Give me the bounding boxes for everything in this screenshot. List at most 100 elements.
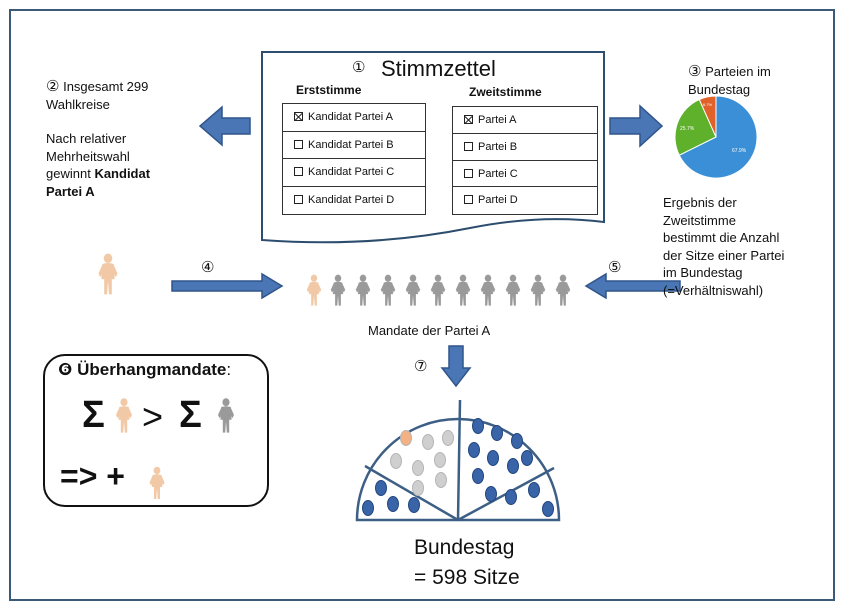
ballot-number: ①	[352, 59, 366, 76]
zweitstimme-row[interactable]: Partei A	[453, 107, 597, 134]
erststimme-row[interactable]: Kandidat Partei B	[283, 132, 425, 159]
arrow-step4	[171, 272, 284, 300]
right-note-line: Ergebnis der	[663, 195, 737, 210]
arrow-left-to-wahlkreise	[198, 105, 251, 147]
step3-number: ③	[688, 63, 702, 80]
step6-number: ❻	[58, 360, 73, 379]
left-note-winner-party: Partei A	[46, 183, 95, 199]
erststimme-row[interactable]: Kandidat Partei A	[283, 104, 425, 132]
zweitstimme-table: Partei A Partei B Partei C Partei D	[452, 106, 598, 215]
parties-pie-chart	[674, 95, 758, 179]
step2-number: ②	[46, 78, 60, 95]
mandate-figure	[330, 274, 346, 306]
ueberhang-box	[43, 354, 269, 507]
right-note-line: Zweitstimme	[663, 212, 736, 228]
ballot-title: Stimmzettel	[381, 56, 496, 81]
pie-label-2: 25.7%	[680, 126, 695, 132]
checkbox-icon[interactable]	[464, 141, 473, 151]
zweitstimme-row[interactable]: Partei D	[453, 187, 597, 214]
seat	[412, 480, 424, 496]
step4-number: ④	[201, 259, 215, 276]
checkbox-icon[interactable]	[294, 139, 303, 149]
pie-label-1: 67.9%	[732, 148, 747, 154]
sigma-right: Σ	[179, 394, 202, 436]
left-note-line2: Wahlkreise	[46, 96, 110, 112]
seat	[362, 500, 374, 516]
erststimme-row-label: Kandidat Partei B	[308, 138, 394, 151]
mandate-figure	[405, 274, 421, 306]
mandate-figure	[355, 274, 371, 306]
pie-slice	[674, 98, 717, 156]
sigma-left: Σ	[82, 394, 105, 436]
seat	[491, 425, 503, 441]
erststimme-row-label: Kandidat Partei C	[308, 166, 395, 178]
checkbox-icon[interactable]	[464, 195, 473, 205]
plus-mandate: => +	[60, 458, 125, 494]
mandate-figure	[306, 274, 322, 306]
seat	[542, 501, 554, 517]
outer-frame	[9, 9, 835, 601]
seat	[390, 453, 402, 469]
right-note-line: der Sitze einer Partei	[663, 247, 785, 263]
erststimme-table: Kandidat Partei A Kandidat Partei B Kandid…	[282, 103, 426, 215]
mandate-figure	[505, 274, 521, 306]
parties-line2: Bundestag	[688, 81, 751, 97]
erststimme-row[interactable]: Kandidat Partei C	[283, 159, 425, 187]
greater-than-sign: >	[142, 396, 164, 437]
parties-note: ③ Parteien im Bundestag	[688, 63, 808, 98]
bundestag-label: Bundestag	[414, 536, 515, 559]
erststimme-row-label: Kandidat Partei D	[308, 193, 395, 206]
arrow-right-to-parties	[609, 104, 664, 148]
pie-label-3: 6.7%	[703, 102, 713, 107]
left-note: ② Insgesamt 299 Wahlkreise Nach relative…	[46, 78, 196, 200]
bundestag-seats: = 598 Sitze	[414, 566, 520, 589]
left-note-line3: Nach relativer	[46, 131, 127, 146]
zweitstimme-row-label: Partei C	[478, 167, 518, 180]
seat	[422, 434, 434, 450]
checked-box-icon[interactable]	[464, 115, 473, 124]
seat	[472, 468, 484, 484]
zweitstimme-header: Zweitstimme	[469, 85, 542, 99]
seat	[528, 482, 540, 498]
mandate-figure	[530, 274, 546, 306]
parties-line1: Parteien im	[705, 64, 771, 79]
checkbox-icon[interactable]	[294, 167, 303, 176]
erststimme-row-label: Kandidat Partei A	[308, 111, 394, 123]
pie-slice	[678, 95, 758, 179]
erststimme-header: Erststimme	[296, 83, 362, 97]
seat	[387, 496, 399, 512]
erststimme-row[interactable]: Kandidat Partei D	[283, 187, 425, 215]
zweitstimme-row[interactable]: Partei B	[453, 134, 597, 161]
list-mandate-figure	[218, 398, 234, 433]
mandate-figure	[480, 274, 496, 306]
mandate-figure	[455, 274, 471, 306]
seat	[435, 472, 447, 488]
arrow-step7-down	[440, 345, 472, 388]
left-note-line1: Insgesamt 299	[63, 79, 149, 94]
step5-number: ⑤	[608, 259, 622, 276]
checked-box-icon[interactable]	[294, 112, 303, 121]
zweitstimme-row-label: Partei D	[478, 194, 518, 207]
zweitstimme-row[interactable]: Partei C	[453, 161, 597, 188]
seat	[507, 458, 519, 474]
seat	[442, 430, 454, 446]
right-note-line: (=Verhältniswahl)	[663, 282, 764, 298]
seat	[485, 486, 497, 502]
right-note-line: im Bundestag	[663, 265, 743, 280]
seat	[400, 430, 412, 446]
direct-mandate-figure	[116, 398, 132, 433]
ballot-paper	[261, 51, 605, 244]
left-note-line5: gewinnt	[46, 166, 91, 181]
seat	[412, 460, 424, 476]
mandate-label: Mandate der Partei A	[368, 323, 491, 338]
zweitstimme-row-label: Partei A	[478, 114, 517, 126]
mandate-figure	[430, 274, 446, 306]
pie-slice	[698, 95, 717, 138]
overhang-mandate-figure	[149, 466, 165, 499]
checkbox-icon[interactable]	[294, 194, 303, 204]
right-note-line: bestimmt die Anzahl	[663, 230, 780, 245]
ueberhang-colon: :	[226, 360, 232, 379]
checkbox-icon[interactable]	[464, 168, 473, 178]
